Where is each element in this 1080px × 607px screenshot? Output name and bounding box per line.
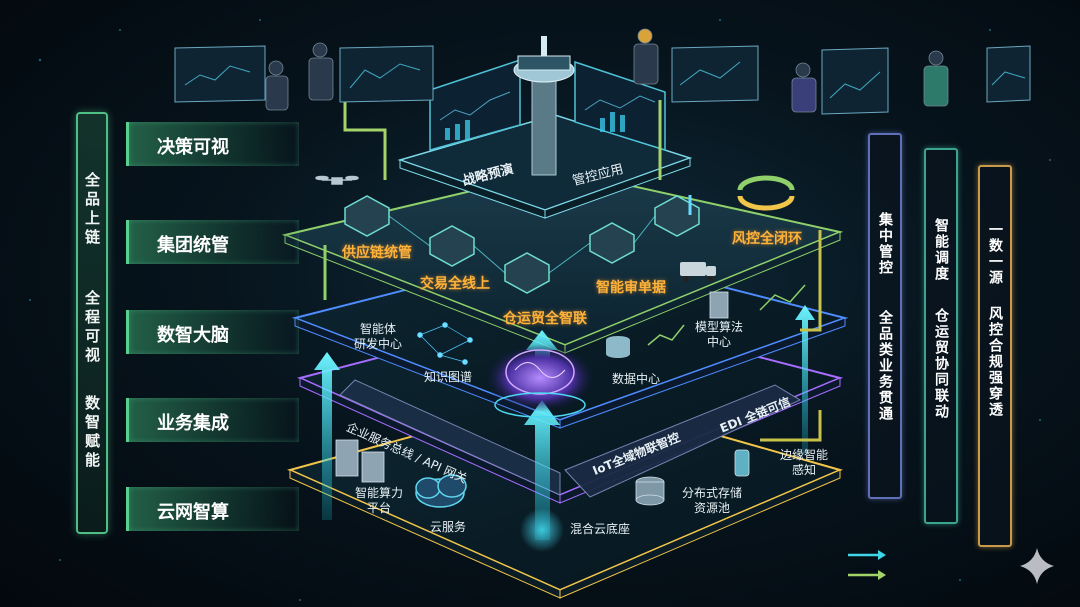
right-bar-3-text-1: 一数一源 [987,222,1003,286]
hybrid-cloud-label: 混合云底座 [570,522,631,536]
cloud-service-label: 云服务 [430,520,467,534]
knowledge-graph-icon [417,322,473,365]
right-bar-centralized-control [868,133,902,499]
left-bar-text-3: 数智赋能 [83,395,101,471]
layer-label-text: 数智大脑 [157,325,229,346]
storage-icon [635,449,750,506]
layer-label-brain: 数智大脑 [126,310,299,354]
layer-label-integration: 业务集成 [126,398,299,442]
right-bar-2-text-2: 仓运贸协同联动 [933,308,949,420]
left-bar-text-2: 全程可视 [83,290,101,366]
decision-layer-plane [397,36,693,219]
edge-sensing-label: 边缘智能 感知 [780,448,829,477]
compute-platform-label: 智能算力 平台 [355,486,404,515]
layer-label-text: 决策可视 [157,137,229,158]
cloud-icon [415,474,467,508]
smart-audit-label: 智能审单据 [596,280,666,296]
right-bar-3-text-2: 风控合规强穿透 [987,306,1003,418]
chart-icon [647,284,806,346]
left-summary-bar [76,112,108,534]
flow-arrows [323,100,822,442]
right-bar-2-text-1: 智能调度 [933,218,949,282]
rd-center-label: 智能体 研发中心 [354,322,403,351]
truck-icon [680,262,716,282]
database-icon [606,336,630,358]
group-layer-plane [281,168,844,354]
left-bar-text-1: 全品上链 [83,172,101,248]
right-bar-smart-dispatch [924,148,958,524]
knowledge-graph-label: 知识图谱 [424,370,473,384]
data-center-label: 数据中心 [612,372,661,386]
drone-icon [315,175,359,185]
sparkle-icon [1020,548,1054,584]
legend-arrows [848,550,886,580]
model-center-label: 模型算法 中心 [695,320,744,349]
warehouse-trade-label: 仓运贸全智联 [503,311,587,327]
layer-label-cloud: 云网智算 [126,487,299,531]
layer-label-text: 集团统管 [157,235,229,256]
online-trade-label: 交易全线上 [420,276,490,292]
right-bar-1-text-2: 全品类业务贯通 [877,310,893,422]
server-icon [335,291,729,483]
right-bar-single-source [978,165,1012,547]
layer-label-group: 集团统管 [126,220,299,264]
right-bar-1-text-1: 集中管控 [877,212,893,276]
layer-label-decision: 决策可视 [126,122,299,166]
risk-control-label: 风控全闭环 [732,231,802,247]
storage-pool-label: 分布式存储 资源池 [682,486,743,515]
layer-label-text: 业务集成 [157,413,229,434]
person-icon [265,28,949,113]
hybrid-cloud-glow [520,508,564,552]
supply-chain-label: 供应链统管 [342,245,412,261]
brain-icon [485,344,595,418]
refresh-icon [737,175,795,211]
control-tower-icon [513,36,575,176]
layer-label-text: 云网智算 [157,502,229,523]
